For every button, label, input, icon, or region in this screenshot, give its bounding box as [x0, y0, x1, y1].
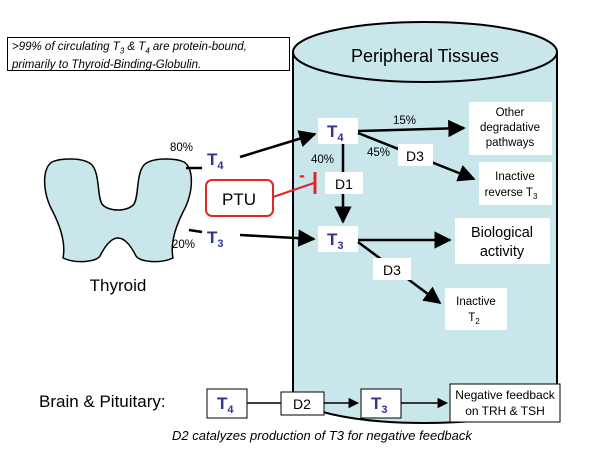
- brain-feedback-line1: Negative feedback: [455, 388, 555, 402]
- brain-t4-label: T4: [217, 394, 234, 416]
- other-pathways-line1: Other: [496, 107, 525, 119]
- d1-box: [325, 172, 363, 194]
- inactive-t2-line2: T2: [468, 312, 480, 326]
- cylinder-title: Peripheral Tissues: [351, 46, 499, 66]
- thyroid-t4-percent: 80%: [170, 142, 193, 154]
- inactive-reverse-line1: Inactive: [495, 171, 535, 183]
- other-pathways-line3: pathways: [486, 137, 535, 149]
- brain-feedback-box: [449, 383, 561, 423]
- protein-binding-note: >99% of circulating T3 & T4 are protein-…: [7, 37, 290, 71]
- brain-d2-label: D2: [293, 396, 311, 412]
- biological-activity-line2: activity: [480, 244, 525, 260]
- percent-15: 15%: [393, 115, 416, 127]
- ptu-box: [205, 179, 274, 217]
- thyroid-t4-label: T4: [207, 150, 224, 172]
- thyroid-t3-label: T3: [207, 228, 224, 250]
- inactive-t2-box: [445, 288, 507, 330]
- tissue-t4-label: T4: [327, 122, 344, 144]
- d3-lower-label: D3: [383, 262, 401, 278]
- percent-40: 40%: [311, 154, 334, 166]
- tissue-t4-box: [318, 118, 358, 144]
- thyroid-gland-shape: [43, 158, 193, 263]
- d3-upper-label: D3: [406, 148, 424, 164]
- ptu-inhibit-line: [272, 182, 315, 198]
- brain-t3-box: [360, 388, 402, 419]
- ptu-minus-sign: -: [299, 165, 305, 185]
- inactive-reverse-line2: reverse T3: [485, 187, 538, 201]
- note-line2: primarily to Thyroid-Binding-Globulin.: [12, 59, 202, 72]
- ptu-label: PTU: [222, 190, 256, 209]
- other-pathways-line2: degradative: [480, 122, 540, 134]
- brain-pituitary-label: Brain & Pituitary:: [39, 392, 166, 411]
- other-pathways-box: [469, 102, 552, 155]
- t3-to-tissue-arrow: [239, 229, 316, 247]
- note-line1: >99% of circulating T3 & T4 are protein-…: [12, 41, 247, 56]
- biological-activity-line1: Biological: [471, 225, 533, 241]
- brain-feedback-line2: on TRH & TSH: [465, 404, 545, 418]
- thyroid-label: Thyroid: [90, 276, 147, 295]
- biological-activity-box: [455, 218, 550, 264]
- inactive-t2-line1: Inactive: [456, 296, 496, 308]
- thyroid-t3-line-a: [188, 228, 203, 234]
- d3-upper-box: [398, 144, 433, 166]
- t4-to-other-arrow: [357, 119, 466, 138]
- tissue-t3-box: [318, 226, 358, 252]
- brain-t4-box: [206, 388, 248, 419]
- footer-note: D2 catalyzes production of T3 for negati…: [172, 428, 472, 443]
- d1-label: D1: [335, 176, 353, 192]
- brain-t3-label: T3: [371, 394, 388, 416]
- inactive-reverse-t3-box: [479, 162, 552, 205]
- t4-to-tissue-arrow: [239, 130, 317, 159]
- tissue-t3-label: T3: [327, 230, 344, 252]
- d3-lower-box: [373, 258, 411, 280]
- percent-45: 45%: [367, 147, 390, 159]
- thyroid-t3-percent: 20%: [172, 239, 195, 251]
